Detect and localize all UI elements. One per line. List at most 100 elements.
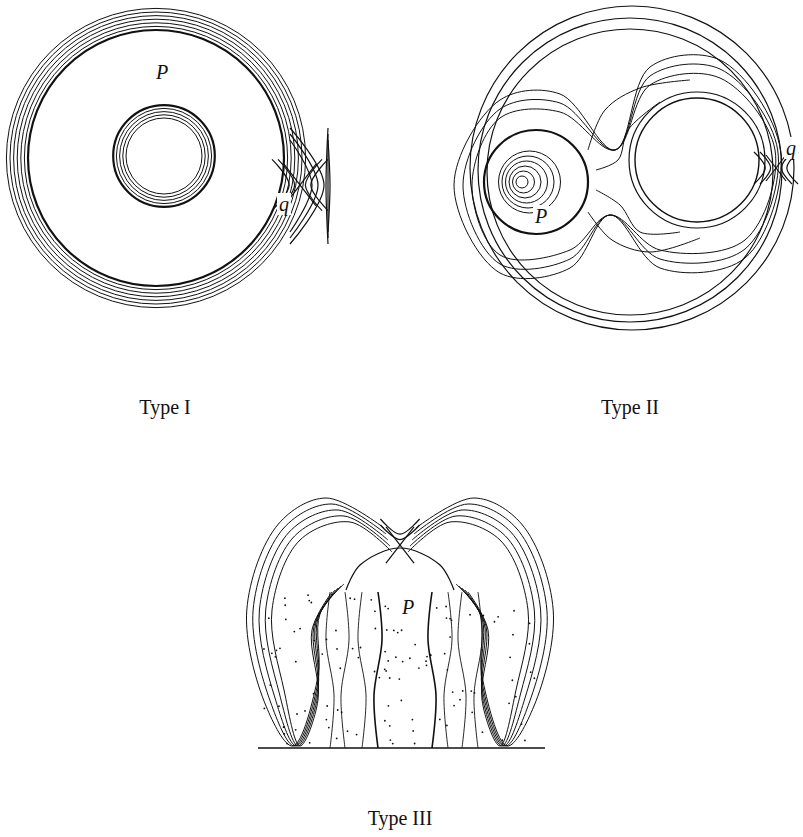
stipple-dot <box>384 668 386 670</box>
field-line <box>414 504 547 746</box>
stipple-dot <box>349 597 351 599</box>
stipple-dot <box>418 667 420 669</box>
field-line <box>305 159 322 210</box>
stipple-dot <box>389 677 391 679</box>
field-line <box>290 128 324 244</box>
stipple-dot <box>530 671 532 673</box>
stipple-dot <box>313 693 315 695</box>
separatrix-line <box>386 527 414 563</box>
stipple-dot <box>352 648 354 650</box>
stipple-dot <box>395 656 397 658</box>
field-line <box>123 115 205 197</box>
field-line <box>635 98 759 222</box>
field-line <box>380 525 419 540</box>
stipple-dot <box>321 653 323 655</box>
stipple-dot <box>392 743 394 745</box>
field-line <box>470 6 794 330</box>
separatrix-line <box>386 527 414 563</box>
stipple-dot <box>268 617 270 619</box>
stipple-dot <box>401 629 403 631</box>
stipple-dot <box>354 598 356 600</box>
stipple-dot <box>278 705 280 707</box>
stipple-dot <box>446 669 448 671</box>
field-line <box>259 510 388 746</box>
stipple-dot <box>374 610 376 612</box>
field-line <box>24 26 287 289</box>
stipple-dot <box>482 615 484 617</box>
point-label: P <box>154 61 170 83</box>
stipple-dot <box>357 657 359 659</box>
field-line <box>380 519 419 534</box>
stipple-dot <box>387 608 389 610</box>
stipple-dot <box>384 651 386 653</box>
stipple-dot <box>295 729 297 731</box>
field-line <box>754 152 765 184</box>
field-line <box>412 510 541 746</box>
field-line <box>506 161 548 203</box>
stipple-dot <box>513 610 515 612</box>
stipple-dot <box>336 648 338 650</box>
stipple-dot <box>445 606 447 608</box>
field-line <box>629 92 765 228</box>
point-label: q <box>784 137 798 159</box>
field-line <box>458 592 466 748</box>
stipple-dot <box>374 671 376 673</box>
stipple-dot <box>439 719 441 721</box>
stipple-dot <box>313 640 315 642</box>
stipple-dot <box>426 656 428 658</box>
stipple-dot <box>339 667 341 669</box>
stipple-dot <box>356 734 358 736</box>
field-line <box>326 592 334 748</box>
stipple-dot <box>308 600 310 602</box>
stipple-dot <box>494 621 496 623</box>
stipple-dot <box>326 639 328 641</box>
field-line <box>346 548 454 590</box>
field-line <box>21 23 291 293</box>
stipple-dot <box>508 702 510 704</box>
stipple-dot <box>271 652 273 654</box>
stipple-dot <box>402 661 404 663</box>
stipple-dot <box>515 696 517 698</box>
type-three-figure <box>246 498 553 748</box>
stipple-dot <box>309 742 311 744</box>
field-line <box>513 171 535 193</box>
field-line <box>341 592 349 748</box>
stipple-dot <box>279 647 281 649</box>
stipple-dot <box>387 660 389 662</box>
stipple-dot <box>385 670 387 672</box>
stipple-dot <box>374 628 376 630</box>
stipple-dot <box>482 731 484 733</box>
stipple-dot <box>452 691 454 693</box>
stipple-dot <box>512 634 514 636</box>
separatrix-line <box>766 155 786 181</box>
stipple-dot <box>426 664 428 666</box>
stipple-dot <box>310 602 312 604</box>
type-two-figure <box>454 6 798 330</box>
stipple-dot <box>293 631 295 633</box>
stipple-dot <box>285 619 287 621</box>
stipple-dot <box>501 739 503 741</box>
stipple-dot <box>400 700 402 702</box>
stipple-dot <box>299 628 301 630</box>
field-line <box>596 190 680 234</box>
stipple-dot <box>393 630 395 632</box>
separatrix-line <box>258 747 545 748</box>
stipple-dot <box>446 725 448 727</box>
stipple-dot <box>449 618 451 620</box>
field-line <box>6 8 305 307</box>
stipple-dot <box>459 699 461 701</box>
field-line <box>474 592 482 748</box>
stipple-dot <box>521 723 523 725</box>
field-line <box>478 18 782 322</box>
field-line <box>516 176 528 188</box>
field-line <box>588 80 690 150</box>
type-one-figure <box>6 8 330 307</box>
stipple-dot <box>529 622 531 624</box>
field-line <box>374 592 382 748</box>
field-line <box>28 30 284 286</box>
stipple-dot <box>387 705 389 707</box>
stipple-dot <box>263 708 265 710</box>
stipple-dot <box>347 730 349 732</box>
field-line <box>126 118 202 194</box>
